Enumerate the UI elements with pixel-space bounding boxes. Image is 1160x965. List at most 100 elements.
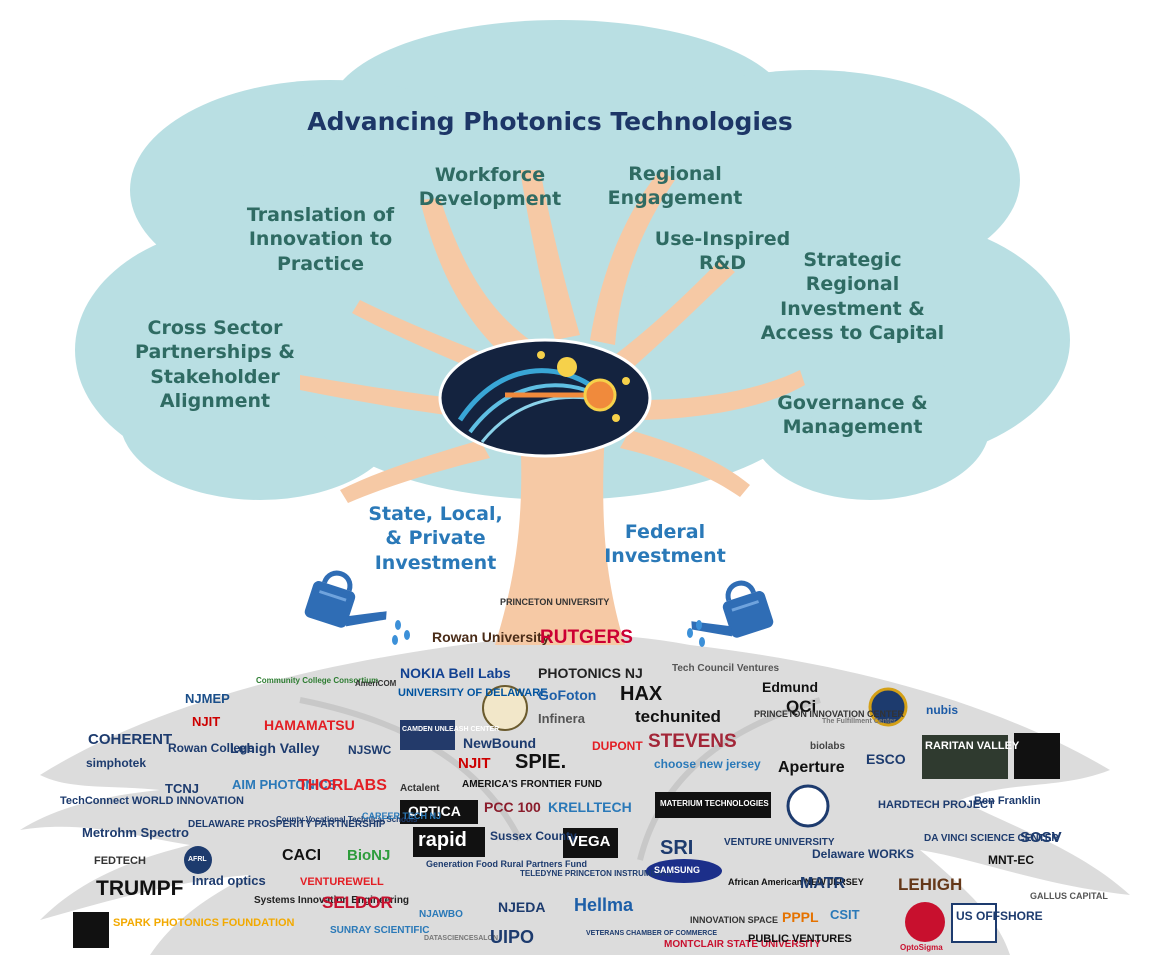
logo-edmund: Edmund — [762, 679, 818, 695]
logo-venture-university: VENTURE UNIVERSITY — [724, 837, 835, 848]
logo-sussex: Sussex County — [490, 829, 577, 843]
dark-logo-block — [413, 827, 485, 857]
logo-sosv: SOSV — [1020, 829, 1062, 846]
logo-infinera: Infinera — [538, 711, 585, 726]
logo-delaware-works: Delaware WORKS — [812, 847, 915, 861]
logo-marks — [73, 685, 1060, 948]
can-body — [722, 591, 774, 638]
can-handle — [322, 570, 353, 592]
logo-inrad: Inrad optics — [192, 873, 266, 888]
dol-seal — [786, 784, 830, 828]
dark-logo-block — [1014, 733, 1060, 779]
logo-samsung: SAMSUNG — [654, 865, 701, 875]
logo-sri: SRI — [660, 837, 694, 859]
logo-americom: AmeriCOM — [355, 679, 397, 688]
pillar-regional-engagement: Regional Engagement — [607, 163, 743, 210]
logo-techconnect: TechConnect WORLD INNOVATION — [60, 795, 244, 807]
logo-metrohm: Metrohm Spectro — [82, 825, 189, 840]
emblem-oval — [438, 338, 652, 458]
photonics-emblem-icon — [438, 338, 652, 458]
logo-actalent: Actalent — [400, 783, 440, 794]
logo-fedtech: FEDTECH — [94, 855, 146, 867]
logo-simphotek: simphotek — [86, 756, 147, 770]
logo-njmep: NJMEP — [185, 691, 230, 706]
logo-hax: HAX — [620, 683, 663, 705]
logo-hamamatsu: HAMAMATSU — [264, 717, 355, 733]
logo-qci: QCi — [786, 697, 817, 716]
logo-njawbo: NJAWBO — [419, 909, 463, 920]
pillar-use-inspired-rd: Use-Inspired R&D — [654, 228, 791, 275]
logo-csit: CSIT — [830, 907, 860, 922]
water-drop — [392, 635, 398, 645]
logo-generation-food: Generation Food Rural Partners Fund — [426, 859, 588, 869]
logo-camden: CAMDEN UNLEASH CENTER — [402, 726, 500, 733]
logo-raritan: RARITAN VALLEY — [925, 740, 1020, 752]
logo-photonics-nj: PHOTONICS NJ — [538, 665, 643, 681]
watering-can-icon — [304, 570, 387, 628]
dark-logo-block — [400, 720, 455, 750]
logo-innovation-space: INNOVATION SPACE — [690, 915, 779, 925]
trunk — [300, 170, 805, 645]
emblem-star — [612, 414, 620, 422]
branch — [640, 370, 805, 420]
logo-thorlabs: THORLABS — [298, 777, 387, 794]
pillar-strategic-investment: Strategic Regional Investment & Access t… — [760, 249, 945, 344]
water-drop — [696, 620, 702, 630]
branch — [620, 430, 750, 497]
logo-rapid: rapid — [418, 829, 467, 851]
logo-dupont: DUPONT — [592, 739, 643, 753]
emblem-sun — [583, 378, 617, 412]
emblem-star — [557, 357, 577, 377]
logo-spie: SPIE. — [515, 751, 567, 773]
logo-materium: MATERIUM TECHNOLOGIES — [660, 799, 769, 808]
us-offshore-box — [951, 903, 997, 943]
branch — [300, 375, 470, 418]
watering-can-icon — [691, 580, 774, 638]
logo-ccc: Community College Consortium — [256, 676, 379, 685]
logo-gofoton: GoFoton — [538, 687, 597, 703]
logo-esco: ESCO — [866, 751, 906, 767]
logo-udel: UNIVERSITY OF DELAWARE — [398, 687, 548, 699]
logo-princeton-ic: PRINCETON INNOVATION CENTER — [754, 709, 905, 719]
logo-fulfillment: The Fulfillment Center — [822, 718, 896, 725]
logo-ben-franklin: Ben Franklin — [974, 795, 1041, 807]
logo-systems-innovation: Systems Innovation Engineering — [254, 895, 410, 906]
water-drop — [404, 630, 410, 640]
federal-investment: Federal Investment — [604, 521, 726, 568]
emblem-wave — [457, 368, 602, 422]
dark-logo-block — [922, 735, 1008, 779]
branch — [340, 440, 490, 503]
logo-njswc: NJSWC — [348, 743, 392, 757]
logo-choose-nj: choose new jersey — [654, 757, 761, 771]
emblem-star — [537, 351, 545, 359]
pillar-workforce-development: Workforce Development — [418, 164, 562, 211]
water-drop — [687, 628, 693, 638]
logo-njeda: NJEDA — [498, 899, 546, 915]
logo-njit-logo: NJIT — [192, 714, 221, 729]
logo-hardtech: HARDTECH PROJECT — [878, 799, 995, 811]
optosigma-mark — [905, 902, 945, 942]
branch — [590, 170, 675, 345]
logo-nubis: nubis — [926, 703, 958, 717]
roots-shape — [20, 634, 1130, 955]
logo-optica: OPTICA — [408, 803, 461, 819]
can-stripe — [318, 590, 347, 602]
branch — [520, 170, 580, 340]
logo-davinci: DA VINCI SCIENCE CENTER — [924, 833, 1059, 844]
logo-veterans: VETERANS CHAMBER OF COMMERCE — [586, 930, 718, 937]
logo-career-tech: CAREER TECH NJ — [362, 811, 442, 821]
logo-seldor: SELDOR — [322, 893, 393, 912]
logo-coherent: COHERENT — [88, 731, 173, 748]
branch — [420, 198, 545, 370]
nj-seal — [482, 685, 528, 731]
water-drops-icon — [687, 620, 705, 647]
logo-sunray: SUNRAY SCIENTIFIC — [330, 925, 430, 936]
logo-uipo: UIPO — [490, 927, 535, 947]
logo-hellma: Hellma — [574, 895, 634, 915]
logo-aim: AIM PHOTONICS — [232, 777, 337, 792]
pillar-cross-sector-partnerships: Cross Sector Partnerships & Stakeholder … — [135, 317, 295, 412]
diagram-title: Advancing Photonics Technologies — [307, 107, 793, 136]
logo-nokia: NOKIA Bell Labs — [400, 665, 511, 681]
logo-county-vocational: County Vocational Technical Schools — [276, 815, 418, 824]
